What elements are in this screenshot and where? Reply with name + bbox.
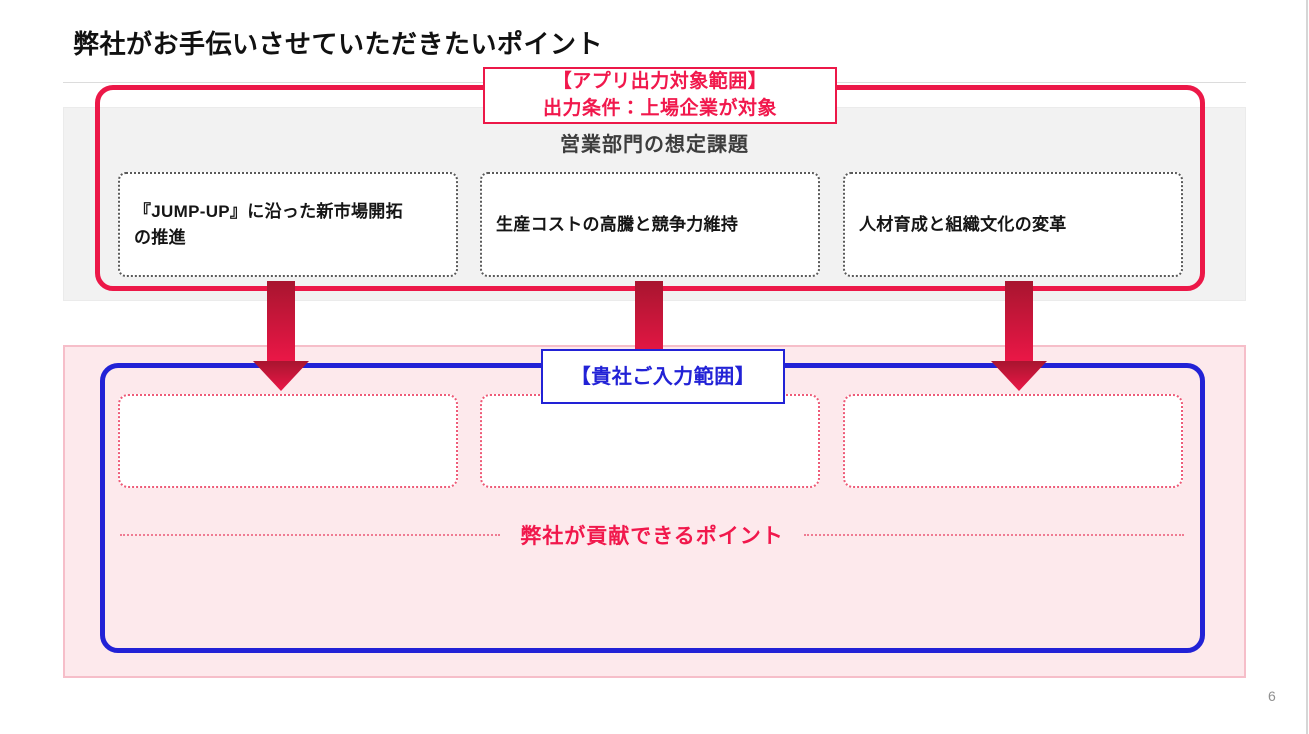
contribution-heading: 弊社が貢献できるポイント: [520, 525, 784, 548]
input-card-empty-3: [843, 394, 1183, 488]
slide-right-edge: [1306, 0, 1308, 734]
issue-card-new-market: 『JUMP-UP』に沿った新市場開拓の推進: [118, 172, 458, 277]
issue-card-text: 生産コストの高騰と競争力維持: [496, 214, 739, 234]
customer-input-scope-label-text: 【貴社ご入力範囲】: [570, 365, 756, 388]
issue-card-talent-culture: 人材育成と組織文化の変革: [843, 172, 1183, 277]
issue-card-text: 人材育成と組織文化の変革: [859, 214, 1067, 234]
app-output-scope-label-line2: 出力条件：上場企業が対象: [542, 97, 777, 119]
down-arrow-icon: [253, 281, 309, 391]
down-arrow-icon: [991, 281, 1047, 391]
contribution-divider: 弊社が貢献できるポイント: [120, 521, 1184, 549]
input-card-empty-2: [480, 394, 820, 488]
dotted-line-left: [120, 534, 501, 536]
issue-card-production-cost: 生産コストの高騰と競争力維持: [480, 172, 820, 277]
dotted-line-right: [803, 534, 1184, 536]
input-card-empty-1: [118, 394, 458, 488]
assumed-issues-heading: 営業部門の想定課題: [560, 134, 749, 156]
page-number: 6: [1268, 688, 1276, 704]
app-output-scope-label: 【アプリ出力対象範囲】 出力条件：上場企業が対象: [483, 67, 837, 124]
app-output-scope-label-line1: 【アプリ出力対象範囲】: [552, 70, 768, 92]
issue-card-text: 『JUMP-UP』に沿った新市場開拓の推進: [134, 202, 403, 247]
page-title: 弊社がお手伝いさせていただきたいポイント: [73, 29, 604, 59]
customer-input-scope-label: 【貴社ご入力範囲】: [541, 349, 785, 404]
